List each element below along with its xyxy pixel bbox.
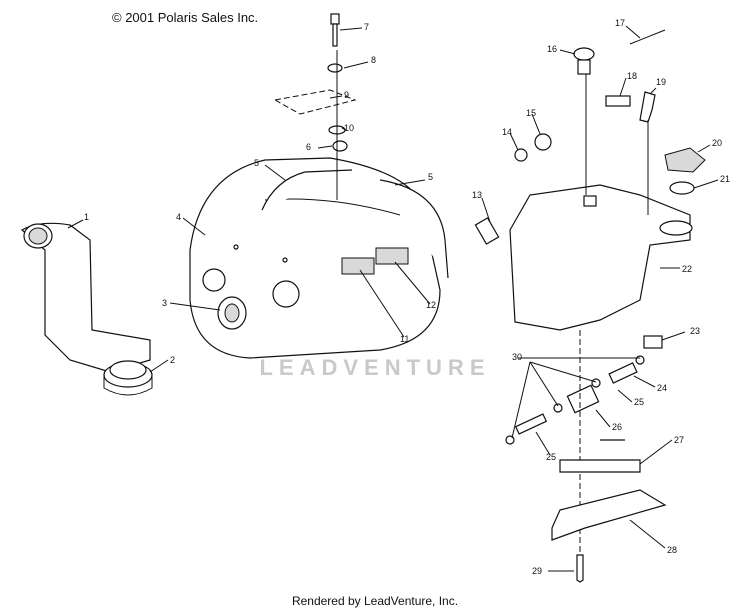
part-13-bolt xyxy=(474,217,500,245)
part-14-nut xyxy=(514,148,528,162)
part-22-oil-tank xyxy=(509,184,693,331)
part-1-intake-duct xyxy=(20,222,151,373)
callout-4: 4 xyxy=(176,212,182,222)
callout-10: 10 xyxy=(344,123,355,133)
part-2-ring xyxy=(103,360,153,396)
part-11-decal xyxy=(341,257,375,275)
leader-lines xyxy=(67,25,719,572)
callout-24: 24 xyxy=(657,383,668,393)
parts-16-21-fittings xyxy=(573,29,706,215)
callout-18: 18 xyxy=(627,71,638,81)
callout-11: 11 xyxy=(400,334,410,344)
callout-25b: 25 xyxy=(546,452,557,462)
footer-text: Rendered by LeadVenture, Inc. xyxy=(291,594,459,608)
callout-14: 14 xyxy=(502,127,513,137)
callout-26: 26 xyxy=(612,422,623,432)
copyright-text: © 2001 Polaris Sales Inc. xyxy=(112,10,259,25)
callout-1: 1 xyxy=(84,212,90,222)
callout-5a: 5 xyxy=(254,158,260,168)
part-27-bracket xyxy=(559,439,641,473)
callout-16: 16 xyxy=(547,44,558,54)
callout-30: 30 xyxy=(512,352,523,362)
callout-17: 17 xyxy=(615,18,626,28)
callout-25a: 25 xyxy=(634,397,645,407)
callout-7: 7 xyxy=(364,22,370,32)
callout-29: 29 xyxy=(532,566,543,576)
callout-6: 6 xyxy=(306,142,312,152)
callout-21: 21 xyxy=(720,174,731,184)
part-15-nut xyxy=(534,133,552,151)
callout-5b: 5 xyxy=(428,172,434,182)
part-5-hose-b xyxy=(379,179,449,279)
callout-2: 2 xyxy=(170,355,176,365)
callout-3: 3 xyxy=(162,298,168,308)
parts-6-10-fasteners xyxy=(273,13,357,200)
callout-20: 20 xyxy=(712,138,723,148)
callout-8: 8 xyxy=(371,55,377,65)
callout-19: 19 xyxy=(656,77,667,87)
callout-28: 28 xyxy=(667,545,678,555)
part-28-guard xyxy=(551,489,667,541)
callout-22: 22 xyxy=(682,264,693,274)
part-3-grommet xyxy=(217,296,247,330)
part-5-hose-a xyxy=(261,169,353,211)
callout-27: 27 xyxy=(674,435,685,445)
callout-15: 15 xyxy=(526,108,537,118)
callout-23: 23 xyxy=(690,326,701,336)
part-29-pin xyxy=(576,554,584,583)
callout-9: 9 xyxy=(344,90,350,100)
part-12-decal xyxy=(375,247,409,265)
callout-12: 12 xyxy=(426,300,437,310)
callout-13: 13 xyxy=(472,190,483,200)
part-4-airbox xyxy=(189,157,441,359)
watermark: LEADVENTURE xyxy=(259,355,491,380)
